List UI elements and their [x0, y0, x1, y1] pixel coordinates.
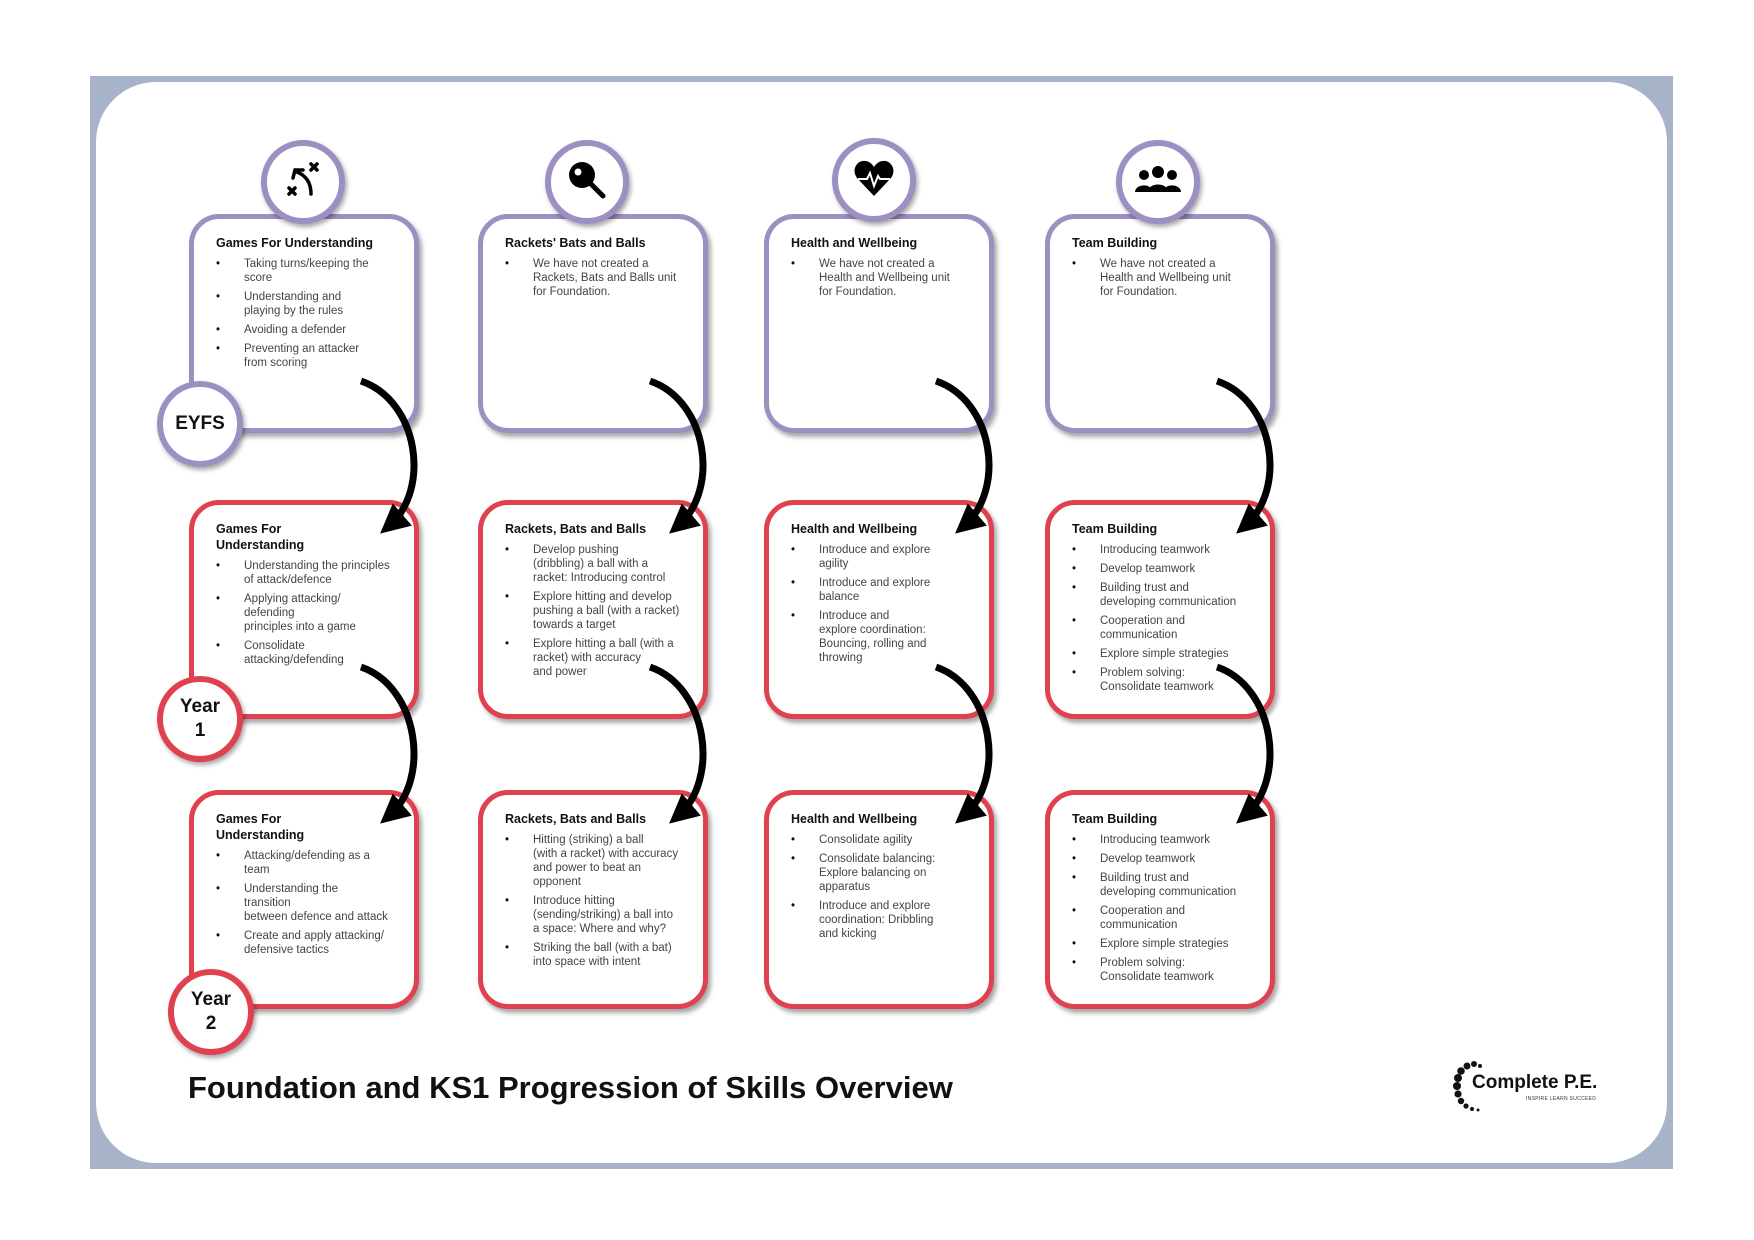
team-people-icon [1134, 160, 1182, 205]
skill-item: Explore simple strategies [1072, 647, 1256, 661]
skill-item: Introducing teamwork [1072, 543, 1256, 557]
skill-item: Cooperation and communication [1072, 904, 1256, 932]
skill-item: Understanding and playing by the rules [216, 290, 400, 318]
skill-item: Understanding the principles of attack/d… [216, 559, 400, 587]
skill-card: Rackets, Bats and BallsDevelop pushing (… [478, 500, 708, 719]
card-heading: Rackets, Bats and Balls [505, 812, 647, 826]
skill-item: Develop teamwork [1072, 852, 1256, 866]
card-heading: Team Building [1072, 522, 1158, 536]
card-heading: Rackets, Bats and Balls [505, 522, 647, 536]
skill-item: Develop pushing (dribbling) a ball with … [505, 543, 689, 585]
skill-card: Rackets, Bats and BallsHitting (striking… [478, 790, 708, 1009]
skill-card: Health and WellbeingConsolidate agilityC… [764, 790, 994, 1009]
card-heading: Health and Wellbeing [791, 522, 918, 536]
progression-arrow [359, 663, 418, 824]
card-heading: Team Building [1072, 236, 1158, 250]
level-badge: Year 2 [168, 969, 254, 1055]
skill-list: Consolidate agilityConsolidate balancing… [791, 833, 975, 941]
level-badge: Year 1 [157, 676, 243, 762]
skill-list: We have not created a Health and Wellbei… [1072, 257, 1256, 299]
skill-item: Introducing teamwork [1072, 833, 1256, 847]
skill-item: Hitting (striking) a ball (with a racket… [505, 833, 689, 889]
skill-item: Introduce hitting (sending/striking) a b… [505, 894, 689, 936]
skill-item: Problem solving: Consolidate teamwork [1072, 956, 1256, 984]
skill-item: Problem solving: Consolidate teamwork [1072, 666, 1256, 694]
skill-list: Introducing teamworkDevelop teamworkBuil… [1072, 833, 1256, 984]
skill-item: Taking turns/keeping the score [216, 257, 400, 285]
skill-item: Explore simple strategies [1072, 937, 1256, 951]
skill-item: Building trust and developing communicat… [1072, 871, 1256, 899]
skill-card: Team BuildingIntroducing teamworkDevelop… [1045, 790, 1275, 1009]
level-badge: EYFS [157, 381, 243, 467]
card-heading: Rackets' Bats and Balls [505, 236, 646, 250]
skill-list: Introducing teamworkDevelop teamworkBuil… [1072, 543, 1256, 694]
skill-item: Consolidate balancing: Explore balancing… [791, 852, 975, 894]
progression-arrow [648, 377, 707, 534]
progression-arrow [1215, 663, 1274, 824]
skill-item: Preventing an attacker from scoring [216, 342, 400, 370]
skill-list: Understanding the principles of attack/d… [216, 559, 400, 667]
column-icon-badge [1116, 140, 1200, 224]
skill-list: Hitting (striking) a ball (with a racket… [505, 833, 689, 969]
skill-list: We have not created a Health and Wellbei… [791, 257, 975, 299]
skill-item: Create and apply attacking/ defensive ta… [216, 929, 400, 957]
skill-list: Attacking/defending as a teamUnderstandi… [216, 849, 400, 957]
skill-item: Introduce and explore coordination: Boun… [791, 609, 975, 665]
progression-arrow [934, 377, 993, 534]
skill-item: Consolidate agility [791, 833, 975, 847]
skill-card: Health and Wellbeing We have not created … [764, 214, 994, 433]
skill-list: Taking turns/keeping the scoreUnderstand… [216, 257, 400, 370]
skill-item: We have not created a Rackets, Bats and … [505, 257, 689, 299]
skill-card: Health and WellbeingIntroduce and explor… [764, 500, 994, 719]
skill-item: Explore hitting a ball (with a racket) w… [505, 637, 689, 679]
skill-item: Introduce and explore coordination: Drib… [791, 899, 975, 941]
tactics-icon [281, 158, 325, 207]
progression-arrow [1215, 377, 1274, 534]
card-heading: Games For Understanding [216, 522, 305, 552]
progression-arrow [359, 377, 418, 534]
skill-list: Introduce and explore agilityIntroduce a… [791, 543, 975, 665]
skill-item: Develop teamwork [1072, 562, 1256, 576]
skill-item: Applying attacking/ defending principles… [216, 592, 400, 634]
skill-item: We have not created a Health and Wellbei… [1072, 257, 1256, 299]
skill-card: Games For UnderstandingUnderstanding the… [189, 500, 419, 719]
complete-pe-logo: Complete P.E. INSPIRE LEARN SUCCEED [1452, 1058, 1612, 1120]
skill-item: Understanding the transition between def… [216, 882, 400, 924]
progression-arrow [934, 663, 993, 824]
card-heading: Team Building [1072, 812, 1158, 826]
skill-item: Attacking/defending as a team [216, 849, 400, 877]
skill-card: Rackets' Bats and Balls We have not creat… [478, 214, 708, 433]
skill-list: Develop pushing (dribbling) a ball with … [505, 543, 689, 679]
skill-item: Explore hitting and develop pushing a ba… [505, 590, 689, 632]
column-icon-badge [832, 138, 916, 222]
racket-ball-icon [565, 158, 609, 207]
skill-item: Introduce and explore agility [791, 543, 975, 571]
skill-item: Striking the ball (with a bat) into spac… [505, 941, 689, 969]
skill-item: We have not created a Health and Wellbei… [791, 257, 975, 299]
card-heading: Health and Wellbeing [791, 812, 918, 826]
card-heading: Health and Wellbeing [791, 236, 918, 250]
column-icon-badge [261, 140, 345, 224]
skill-card: Team Building We have not created a Healt… [1045, 214, 1275, 433]
skill-item: Avoiding a defender [216, 323, 400, 337]
column-icon-badge [545, 140, 629, 224]
skill-list: We have not created a Rackets, Bats and … [505, 257, 689, 299]
logo-dots-icon [1453, 1061, 1482, 1112]
skill-card: Games For UnderstandingAttacking/defendi… [189, 790, 419, 1009]
card-heading: Games For Understanding [216, 236, 373, 250]
card-heading: Games For Understanding [216, 812, 305, 842]
skill-card: Games For UnderstandingTaking turns/keep… [189, 214, 419, 433]
page-title: Foundation and KS1 Progression of Skills… [188, 1070, 953, 1105]
skill-item: Cooperation and communication [1072, 614, 1256, 642]
logo-name: Complete P.E. [1472, 1072, 1598, 1093]
skill-item: Introduce and explore balance [791, 576, 975, 604]
heart-pulse-icon [852, 156, 896, 205]
skill-item: Consolidate attacking/defending [216, 639, 400, 667]
progression-arrow [648, 663, 707, 824]
logo-tagline: INSPIRE LEARN SUCCEED [1526, 1096, 1597, 1102]
skill-card: Team BuildingIntroducing teamworkDevelop… [1045, 500, 1275, 719]
skill-item: Building trust and developing communicat… [1072, 581, 1256, 609]
